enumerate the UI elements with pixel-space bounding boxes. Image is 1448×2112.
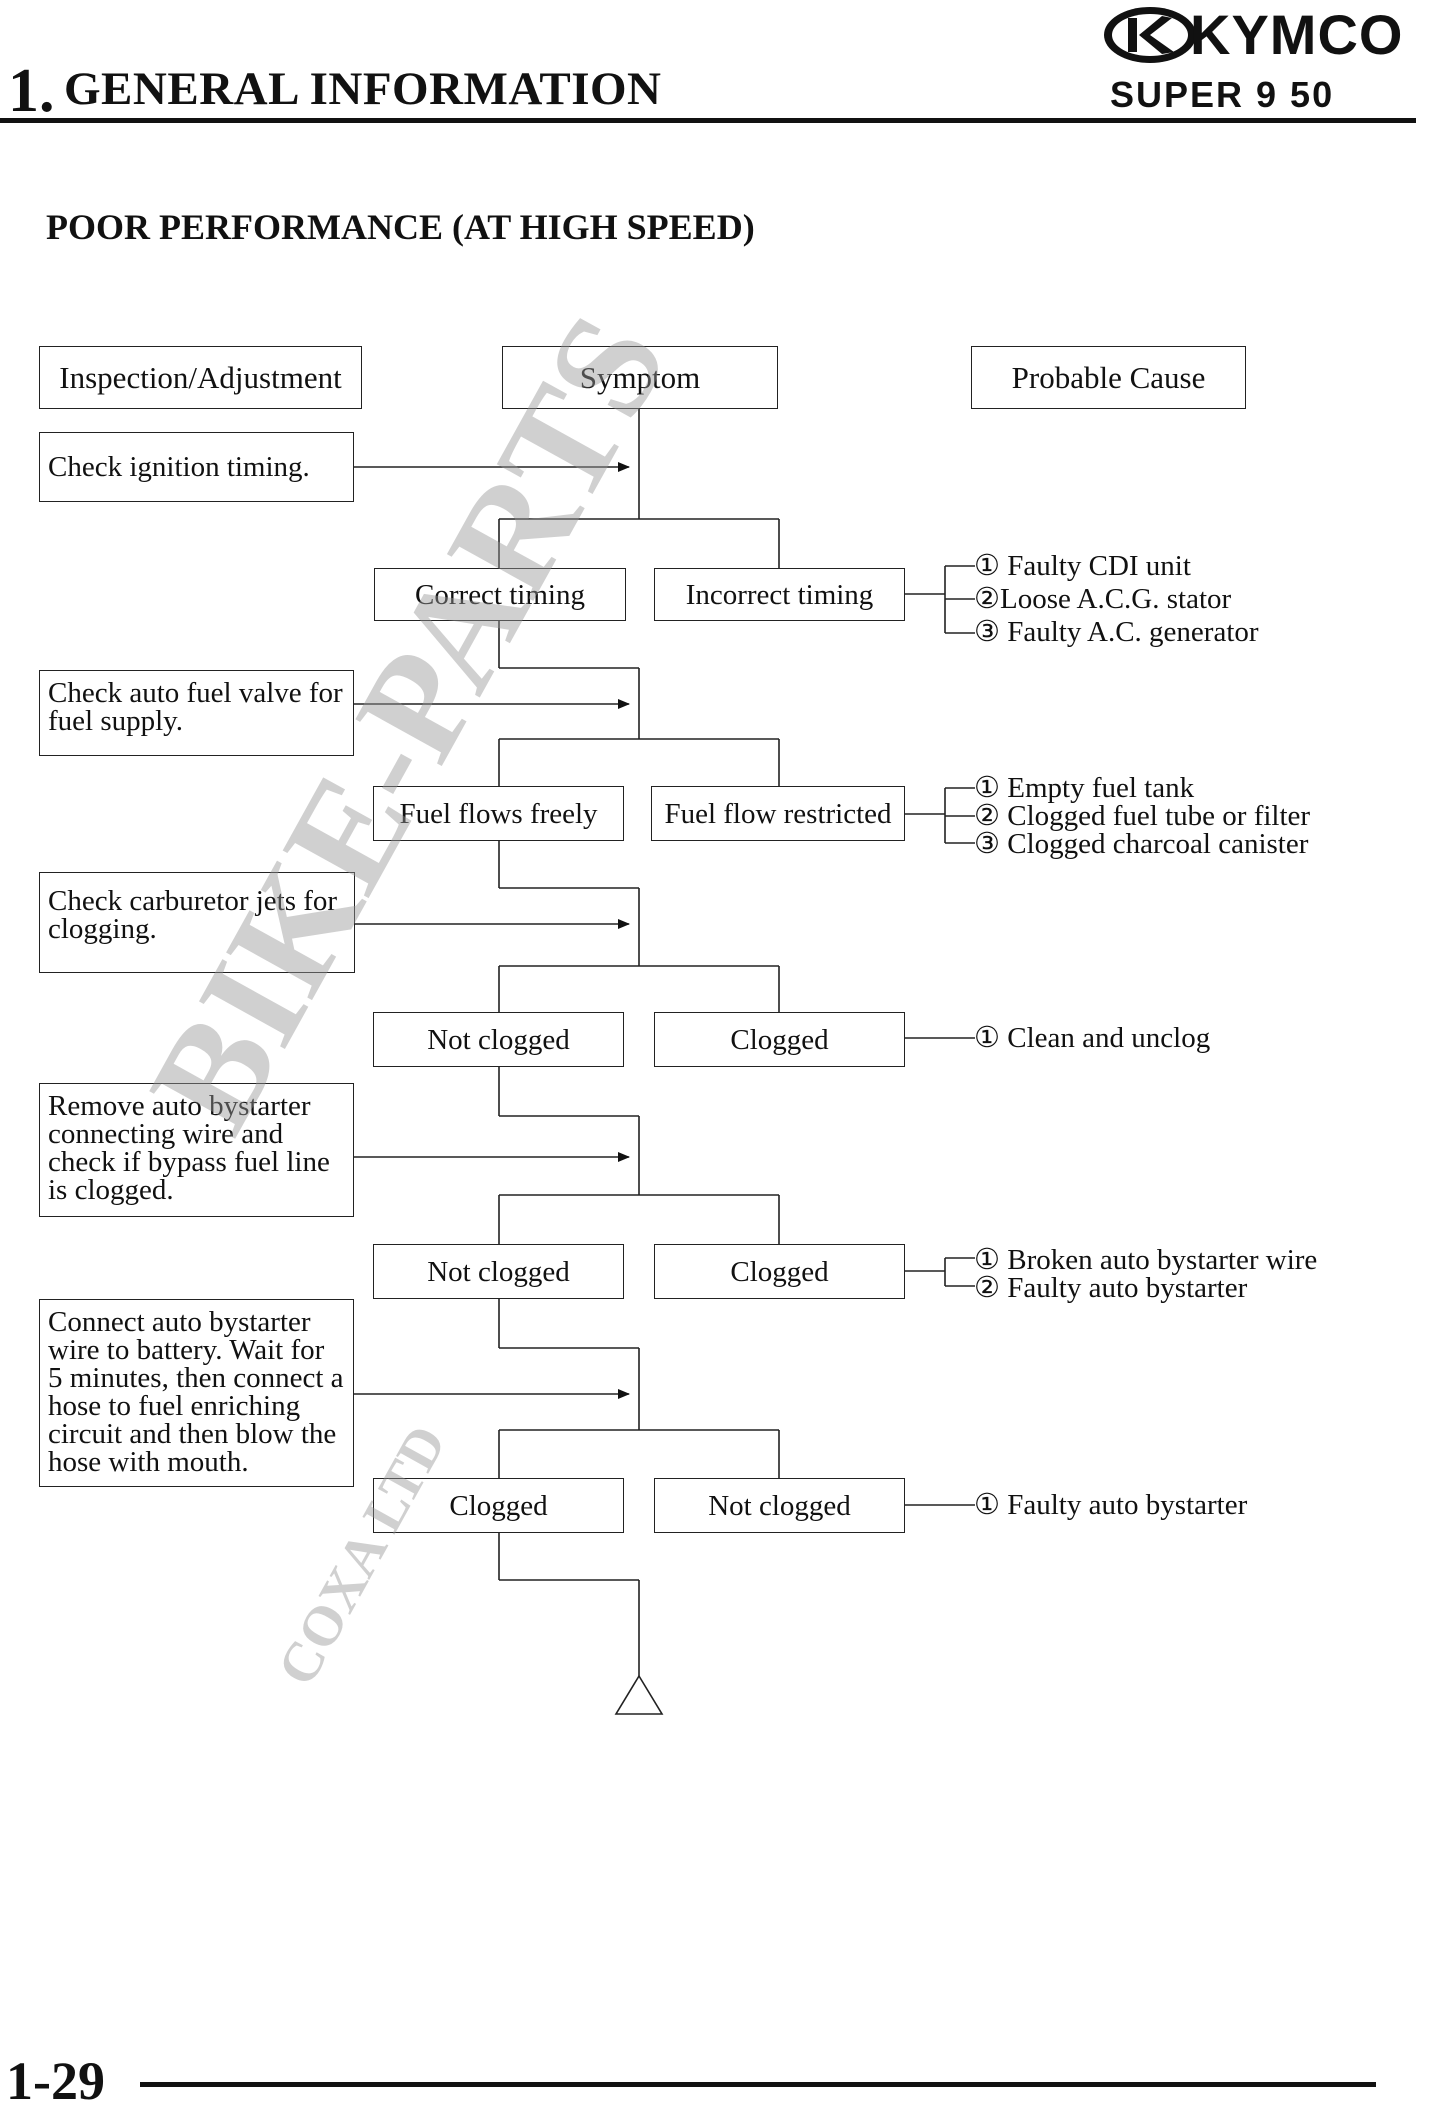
column-header-symptom: Symptom <box>502 346 778 409</box>
cause-3-1: ① Clean and unclog <box>974 1022 1211 1054</box>
cause-2-2: ② Clogged fuel tube or filter <box>974 800 1311 832</box>
symptom-box-left-4: Not clogged <box>373 1244 624 1299</box>
model-name: SUPER 9 50 <box>1110 74 1335 115</box>
symptom-box-left-3: Not clogged <box>373 1012 624 1067</box>
symptom-box-left-1: Correct timing <box>374 568 626 621</box>
inspection-step-5: Connect auto bystarter wire to battery. … <box>39 1299 354 1487</box>
chapter-title: GENERAL INFORMATION <box>64 63 662 115</box>
symptom-box-left-2: Fuel flows freely <box>373 786 624 841</box>
symptom-box-right-4: Clogged <box>654 1244 905 1299</box>
symptom-box-right-1: Incorrect timing <box>654 568 905 621</box>
cause-4-2: ② Faulty auto bystarter <box>974 1272 1248 1304</box>
cause-2-3: ③ Clogged charcoal canister <box>974 828 1309 860</box>
footer-rule <box>140 2082 1376 2087</box>
cause-1-1: ① Faulty CDI unit <box>974 550 1191 582</box>
section-title: POOR PERFORMANCE (AT HIGH SPEED) <box>46 207 755 247</box>
inspection-step-1: Check ignition timing. <box>39 432 354 502</box>
cause-1-3: ③ Faulty A.C. generator <box>974 616 1259 648</box>
brand-logo-text: KYMCO <box>1190 3 1404 66</box>
cause-5-1: ① Faulty auto bystarter <box>974 1489 1248 1521</box>
inspection-step-3: Check carburetor jets for clogging. <box>39 872 355 973</box>
inspection-step-4: Remove auto bystarter connecting wire an… <box>39 1083 354 1217</box>
symptom-box-right-3: Clogged <box>654 1012 905 1067</box>
cause-2-1: ① Empty fuel tank <box>974 772 1195 804</box>
symptom-box-left-5: Clogged <box>373 1478 624 1533</box>
end-triangle-icon <box>614 1674 664 1715</box>
column-header-cause: Probable Cause <box>971 346 1246 409</box>
inspection-step-2: Check auto fuel valve for fuel supply. <box>39 670 354 756</box>
page-number: 1-29 <box>6 2051 105 2111</box>
header-rule <box>0 118 1416 123</box>
symptom-box-right-5: Not clogged <box>654 1478 905 1533</box>
cause-4-1: ① Broken auto bystarter wire <box>974 1244 1318 1276</box>
symptom-box-right-2: Fuel flow restricted <box>651 786 905 841</box>
chapter-number: 1. <box>8 57 55 125</box>
kymco-logo-icon <box>1104 7 1196 63</box>
column-header-inspection: Inspection/Adjustment <box>39 346 362 409</box>
cause-1-2: ②Loose A.C.G. stator <box>974 583 1232 615</box>
